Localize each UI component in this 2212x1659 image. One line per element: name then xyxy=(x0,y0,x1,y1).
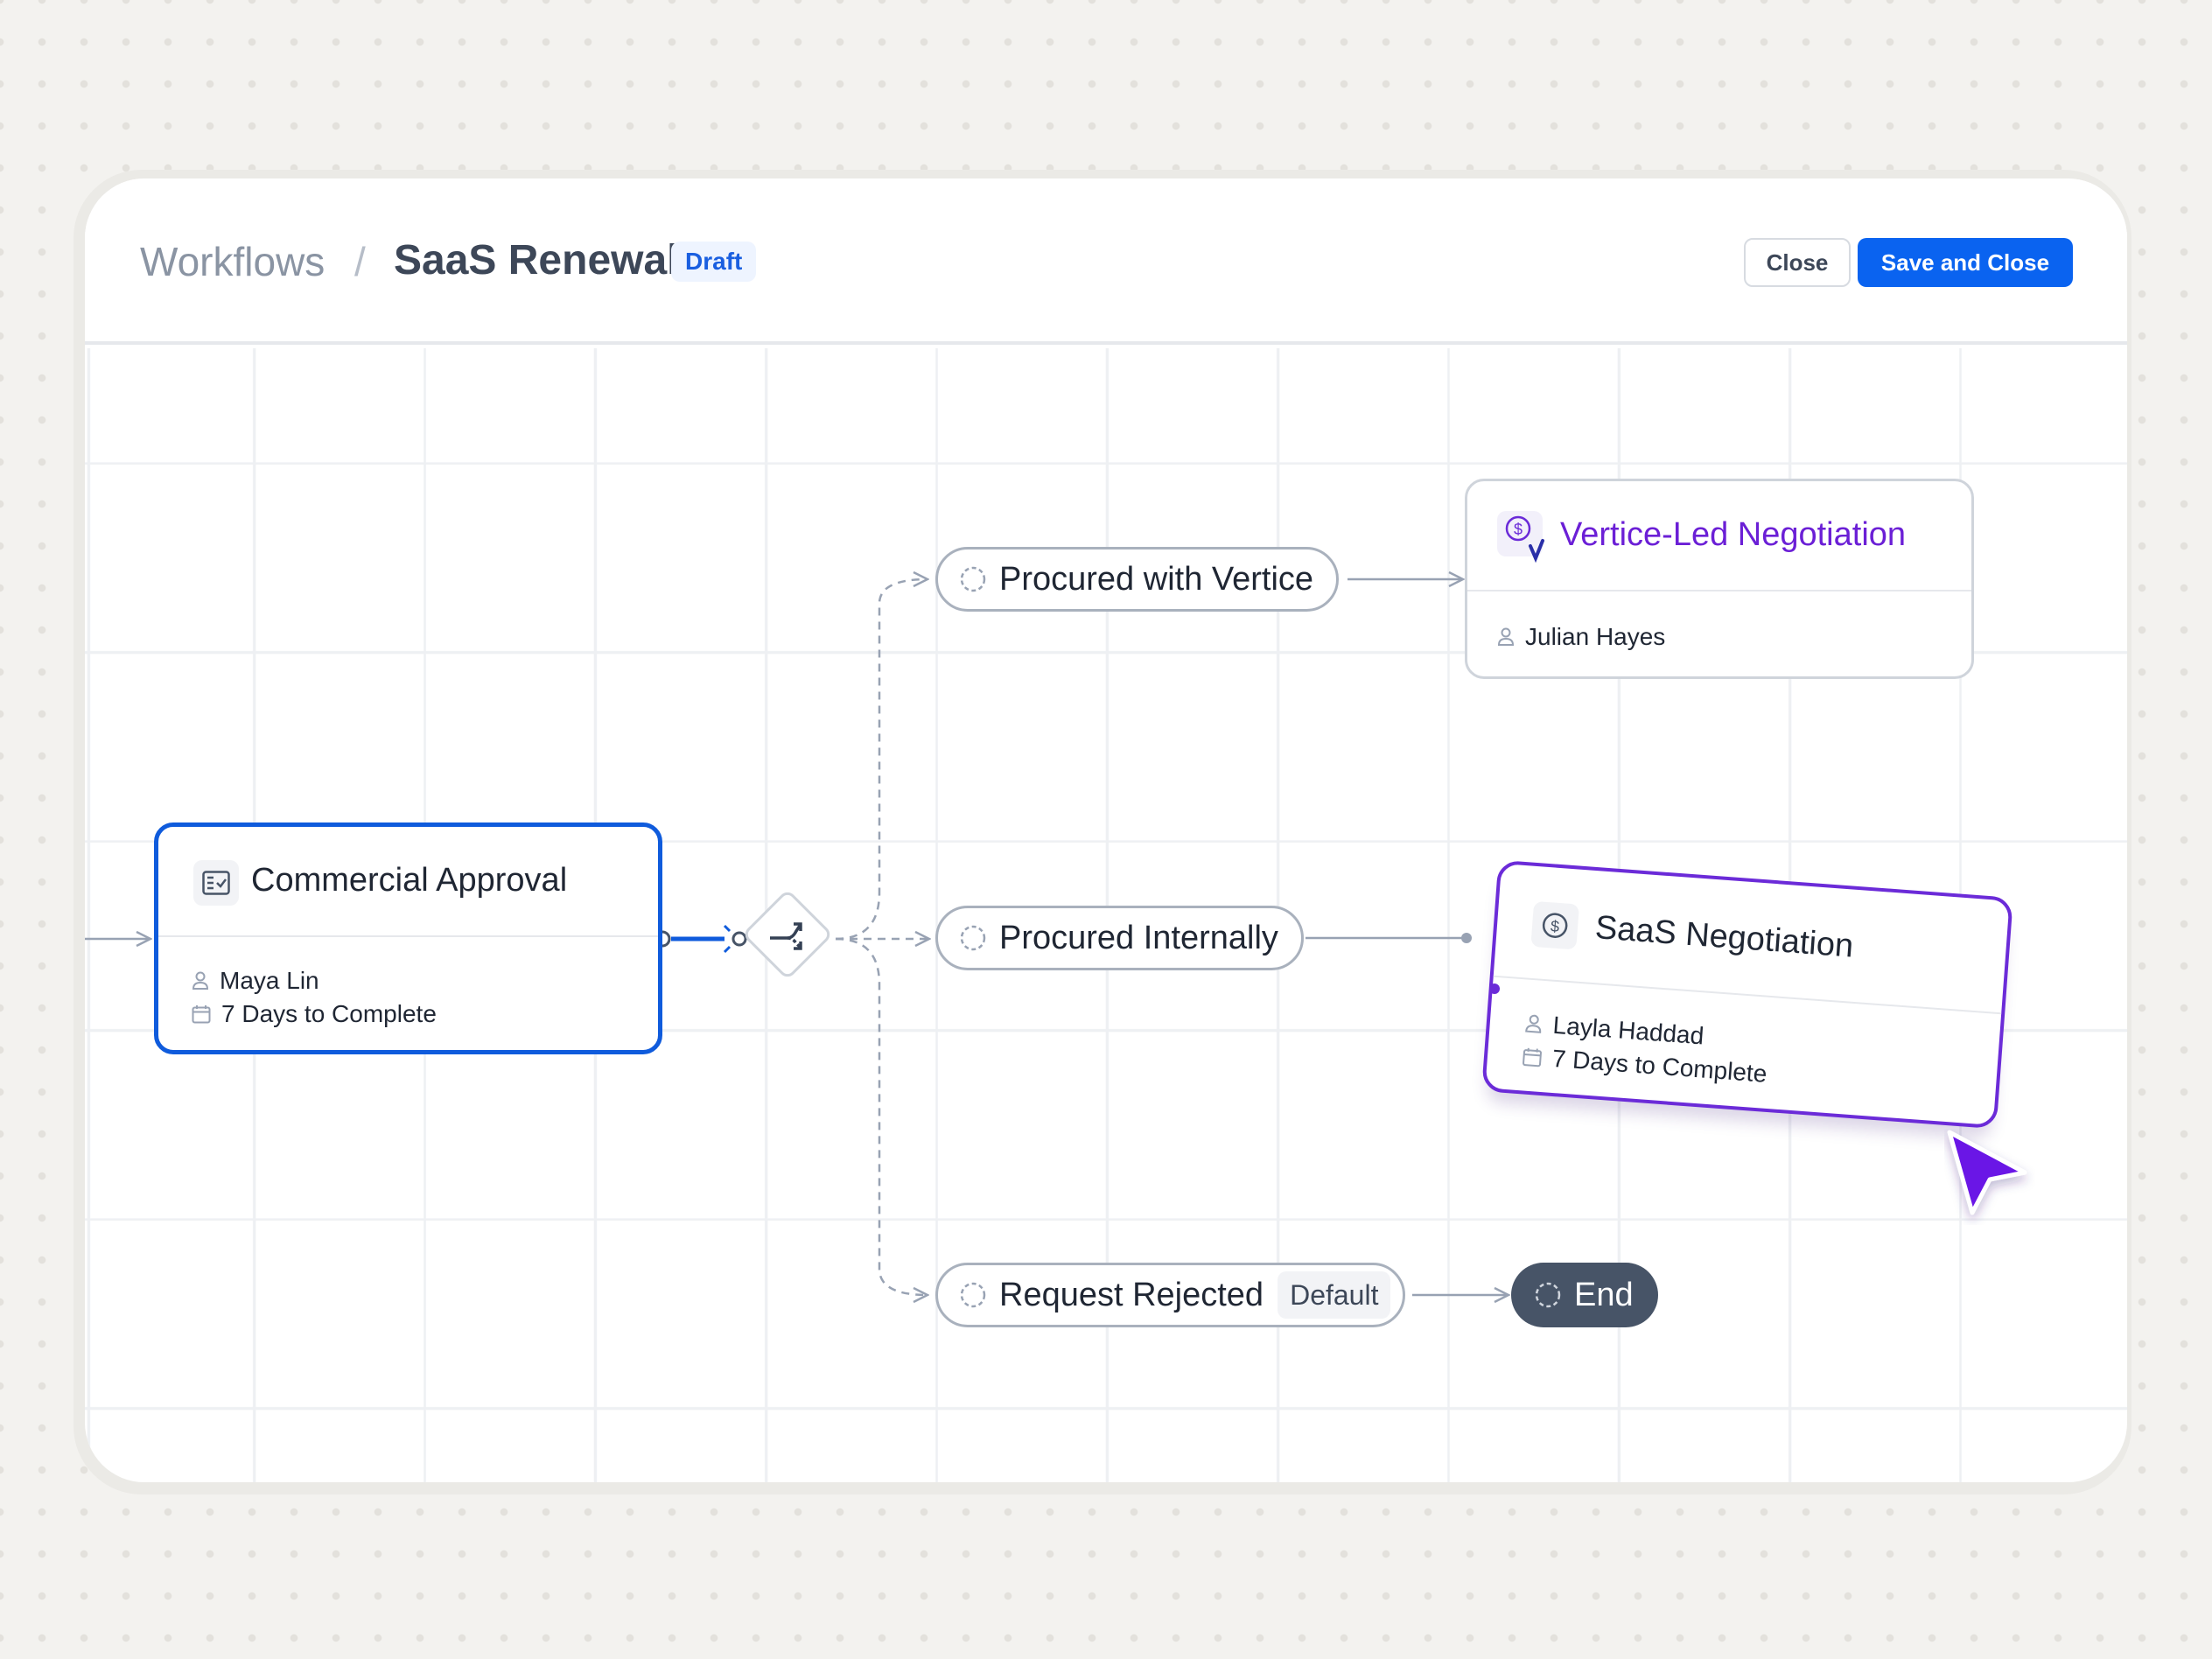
assignee-name: Julian Hayes xyxy=(1525,623,1666,650)
status-badge: Draft xyxy=(671,242,757,282)
node-duration: 7 Days to Complete xyxy=(1522,1042,1768,1088)
calendar-icon xyxy=(192,1005,211,1024)
node-title: SaaS Negotiation xyxy=(1593,909,1855,965)
calendar-icon xyxy=(1522,1047,1542,1068)
assignee-name: Maya Lin xyxy=(220,967,319,994)
user-icon xyxy=(1497,627,1515,646)
node-divider xyxy=(1493,975,2002,1015)
node-divider xyxy=(158,935,658,937)
node-assignee: Julian Hayes xyxy=(1497,623,1665,651)
mouse-cursor-icon xyxy=(1947,1130,2027,1215)
branch-label: Procured with Vertice xyxy=(999,560,1314,598)
node-divider xyxy=(1467,590,1971,592)
end-label: End xyxy=(1574,1276,1634,1313)
breadcrumb-workflows[interactable]: Workflows xyxy=(140,239,326,284)
editor-header: Workflows / SaaS Renewal Draft Close Sav… xyxy=(85,178,2127,345)
close-button[interactable]: Close xyxy=(1744,238,1851,287)
branch-request-rejected[interactable]: Request Rejected Default xyxy=(935,1263,1406,1327)
node-title: Vertice-Led Negotiation xyxy=(1560,516,1907,553)
dashed-circle-icon xyxy=(1535,1282,1561,1308)
split-arrows-icon xyxy=(770,922,802,950)
duration-text: 7 Days to Complete xyxy=(1550,1044,1768,1088)
svg-text:$: $ xyxy=(1514,521,1522,538)
dashed-circle-icon xyxy=(960,566,986,592)
node-assignee: Layla Haddad xyxy=(1524,1010,1705,1051)
node-vertice-led-negotiation[interactable]: $ Vertice-Led Negotiation Julian Hayes xyxy=(1465,479,1974,679)
branch-procured-with-vertice[interactable]: Procured with Vertice xyxy=(935,547,1340,612)
branch-edge-rejected xyxy=(835,937,928,1295)
branch-label: Request Rejected xyxy=(999,1276,1264,1313)
dashed-circle-icon xyxy=(960,925,986,951)
node-commercial-approval[interactable]: Commercial Approval Maya Lin 7 Days to C… xyxy=(154,822,662,1054)
saas-input-handle[interactable] xyxy=(1488,982,1502,996)
duration-text: 7 Days to Complete xyxy=(221,1000,437,1027)
node-assignee: Maya Lin xyxy=(192,967,319,995)
user-icon xyxy=(1525,1014,1542,1033)
breadcrumb-separator: / xyxy=(354,239,366,284)
end-node[interactable]: End xyxy=(1511,1263,1658,1327)
vertice-dollar-icon: $ xyxy=(1497,511,1544,564)
branch-procured-internally[interactable]: Procured Internally xyxy=(935,906,1304,970)
node-duration: 7 Days to Complete xyxy=(192,1000,437,1028)
dollar-icon: $ xyxy=(1530,900,1580,950)
svg-text:$: $ xyxy=(1550,917,1559,935)
node-saas-negotiation[interactable]: $ SaaS Negotiation Layla Haddad 7 Days t… xyxy=(1481,859,2013,1130)
user-icon xyxy=(192,971,209,990)
assignee-name: Layla Haddad xyxy=(1551,1011,1705,1050)
page-title: SaaS Renewal xyxy=(394,237,679,284)
default-badge: Default xyxy=(1278,1271,1391,1319)
dangling-edge-end xyxy=(1461,933,1472,943)
dashed-circle-icon xyxy=(960,1282,986,1308)
node-title: Commercial Approval xyxy=(251,862,568,899)
save-and-close-button[interactable]: Save and Close xyxy=(1858,238,2073,287)
branch-label: Procured Internally xyxy=(999,919,1278,956)
checklist-icon xyxy=(193,860,239,906)
input-handle xyxy=(732,931,747,947)
branch-edge-vertice xyxy=(835,579,928,941)
